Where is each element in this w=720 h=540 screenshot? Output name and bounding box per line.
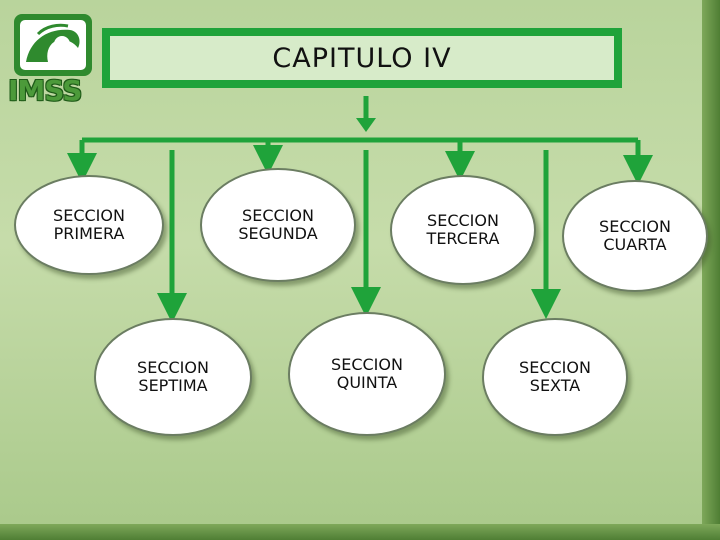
imss-emblem-icon [14, 14, 92, 76]
title-down-arrowhead [356, 118, 376, 132]
chapter-title: CAPITULO IV [272, 42, 452, 74]
node-label-line1: SECCION [599, 216, 671, 236]
node-label-line2: SEGUNDA [238, 224, 318, 243]
node-label-line1: SECCION [331, 354, 403, 374]
node-label-line2: SEPTIMA [138, 376, 208, 395]
slide-frame-bottom [0, 524, 720, 540]
node-label-line1: SECCION [242, 205, 314, 225]
node-label-line1: SECCION [137, 357, 209, 377]
logo-wordmark: IMSS [8, 74, 82, 107]
imss-logo [8, 10, 100, 110]
node-label-line2: SEXTA [529, 376, 581, 395]
title-box: CAPITULO IV [102, 28, 622, 88]
node-label-line2: PRIMERA [53, 224, 125, 243]
slide-frame-right [702, 0, 720, 540]
node-label-line2: CUARTA [603, 235, 667, 254]
node-label-line1: SECCION [427, 210, 499, 230]
node-label-line2: QUINTA [336, 373, 398, 392]
node-label-line1: SECCION [53, 205, 125, 225]
node-label-line1: SECCION [519, 357, 591, 377]
node-label-line2: TERCERA [426, 229, 500, 248]
